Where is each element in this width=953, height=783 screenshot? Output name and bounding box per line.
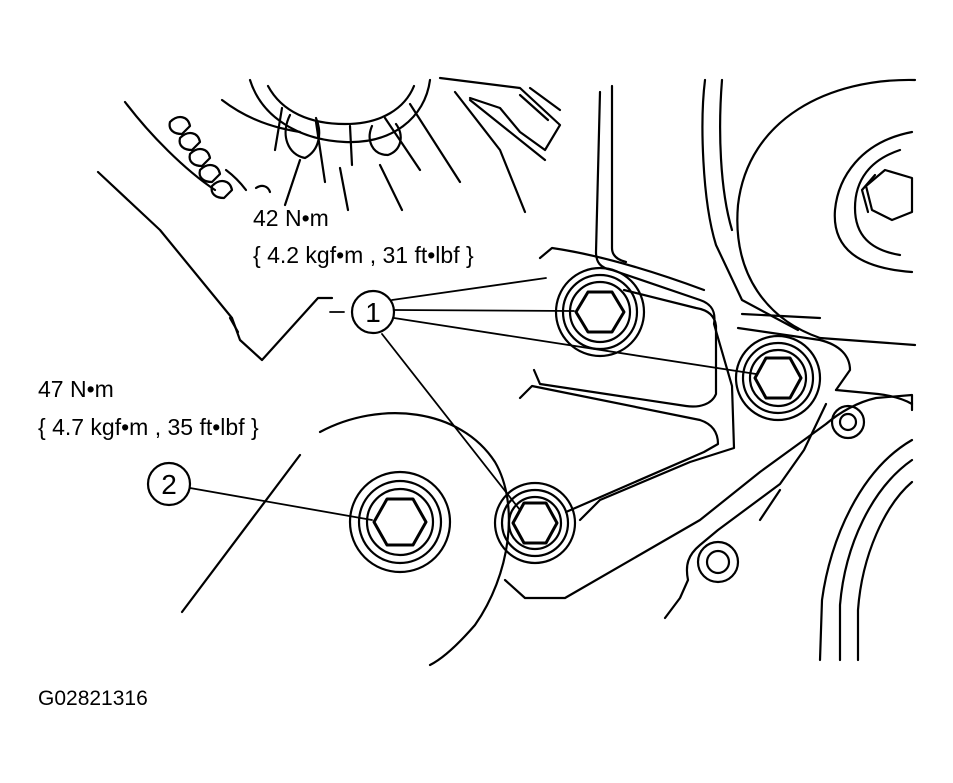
alternator-bracket xyxy=(503,78,914,620)
torque-value-2: 47 N•m xyxy=(38,376,114,402)
hex-bolt-icon xyxy=(493,481,577,565)
torque-conversion-2: { 4.7 kgf•m , 35 ft•lbf } xyxy=(38,414,259,440)
washer-icon xyxy=(830,404,866,440)
idler-pulley-icon xyxy=(180,412,510,667)
callout-1: 1 xyxy=(350,289,396,335)
callout-2: 2 xyxy=(146,461,192,507)
timing-sprocket-icon xyxy=(818,438,914,662)
callout-1-number: 1 xyxy=(365,297,381,328)
hex-bolt-icon xyxy=(734,334,822,422)
callout-2-number: 2 xyxy=(161,469,177,500)
torque-conversion-1: { 4.2 kgf•m , 31 ft•lbf } xyxy=(253,242,474,268)
crankshaft-pulley-icon xyxy=(736,78,917,347)
washer-icon xyxy=(696,540,740,584)
hex-bolt-icon xyxy=(554,266,646,358)
figure-code: G02821316 xyxy=(38,687,148,710)
timing-sprocket-icon xyxy=(220,76,562,214)
leader-lines xyxy=(189,277,757,521)
gear-teeth xyxy=(168,116,272,200)
torque-value-1: 42 N•m xyxy=(253,205,329,231)
engine-housing-outline xyxy=(96,100,334,362)
hex-bolt-icon xyxy=(348,470,452,574)
